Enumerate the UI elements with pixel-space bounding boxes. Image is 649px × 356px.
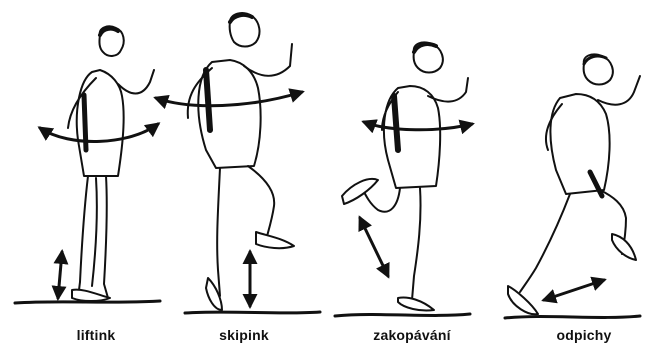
vertical-arrow: [58, 252, 62, 298]
figure-skipink: [156, 13, 320, 313]
diagonal-arrow: [360, 218, 388, 276]
caption-skipink: skipink: [219, 327, 269, 343]
ground-line: [185, 312, 320, 313]
caption-liftink: liftink: [77, 327, 116, 343]
figure-liftink: [15, 26, 160, 303]
figure-zakopavani: [335, 42, 472, 316]
figure-odpichy: [505, 54, 640, 318]
horizontal-arrow: [544, 280, 604, 300]
caption-odpichy: odpichy: [556, 327, 611, 343]
caption-zakopavani: zakopávání: [373, 327, 450, 343]
ground-line: [335, 314, 470, 316]
ground-line: [505, 316, 640, 318]
